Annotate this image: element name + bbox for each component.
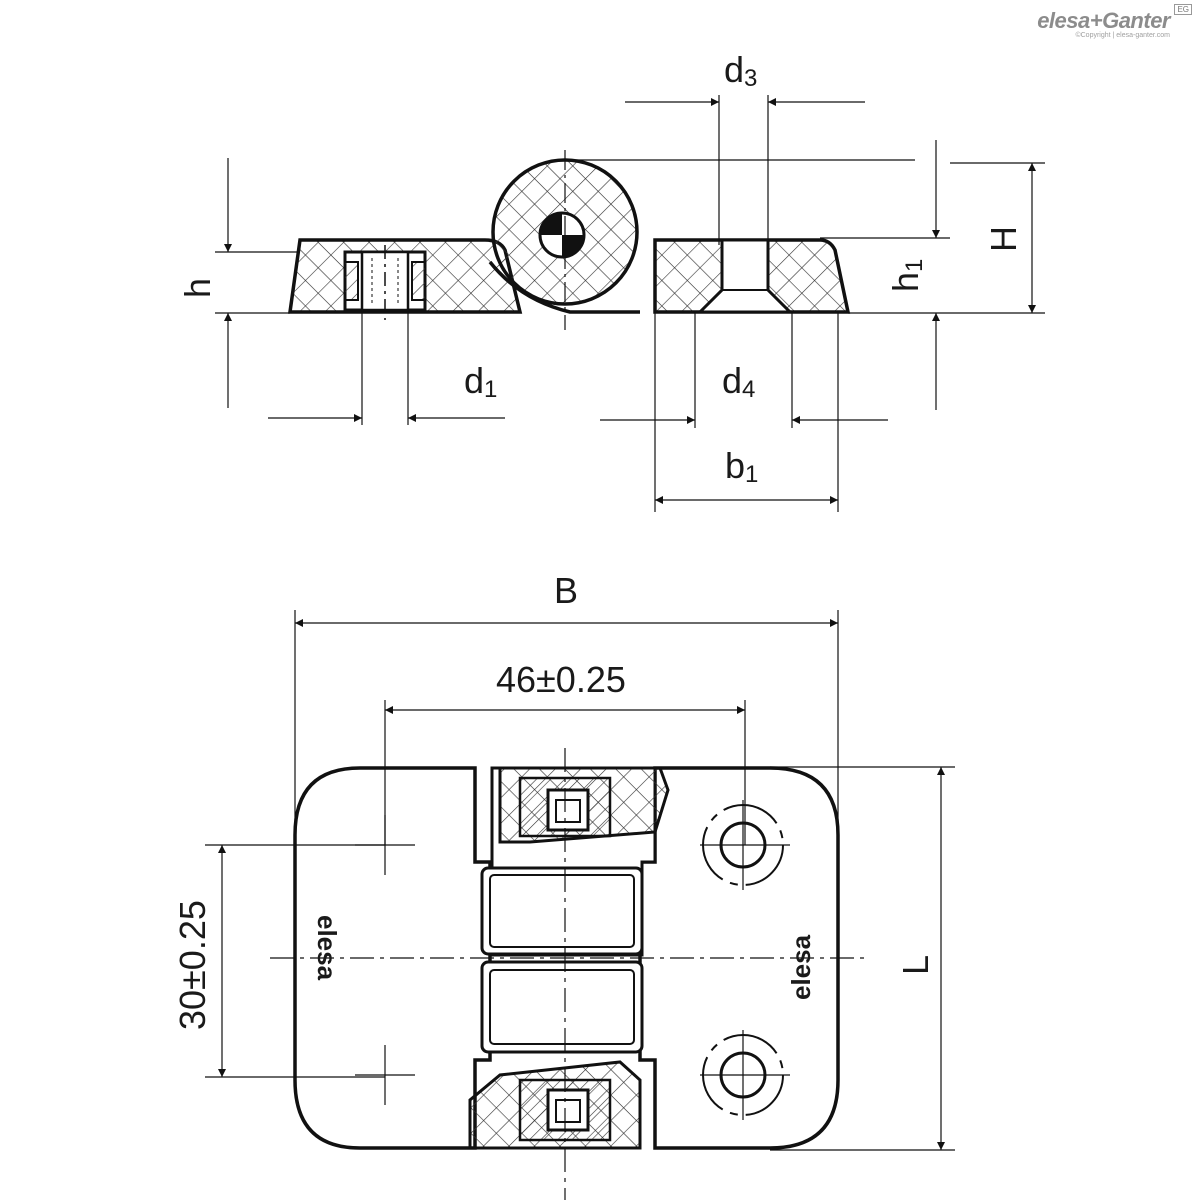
label-d3: d3 bbox=[724, 49, 757, 92]
plan-view bbox=[270, 748, 865, 1200]
label-L: L bbox=[895, 955, 936, 975]
part-marking-right: elesa bbox=[786, 934, 816, 1000]
logo-badge: EG bbox=[1174, 4, 1192, 15]
copyright-text: ©Copyright | elesa-ganter.com bbox=[1075, 32, 1170, 39]
plan-dimensions bbox=[205, 610, 955, 1151]
label-46: 46±0.25 bbox=[496, 659, 626, 700]
brand-logo: elesa+Ganter ©Copyright | elesa-ganter.c… bbox=[1037, 4, 1192, 39]
label-b1: b1 bbox=[725, 445, 758, 488]
section-view bbox=[287, 150, 851, 330]
part-marking-left: elesa bbox=[312, 915, 342, 981]
section-dimensions bbox=[215, 95, 1045, 512]
label-d4: d4 bbox=[722, 360, 755, 403]
label-B: B bbox=[554, 570, 578, 611]
label-d1: d1 bbox=[464, 360, 497, 403]
label-h: h bbox=[177, 278, 218, 298]
label-H: H bbox=[983, 226, 1024, 252]
label-30: 30±0.25 bbox=[172, 900, 213, 1030]
right-leaf-plan bbox=[638, 766, 840, 1150]
logo-text: elesa+Ganter bbox=[1037, 8, 1170, 33]
label-h1: h1 bbox=[885, 259, 928, 292]
